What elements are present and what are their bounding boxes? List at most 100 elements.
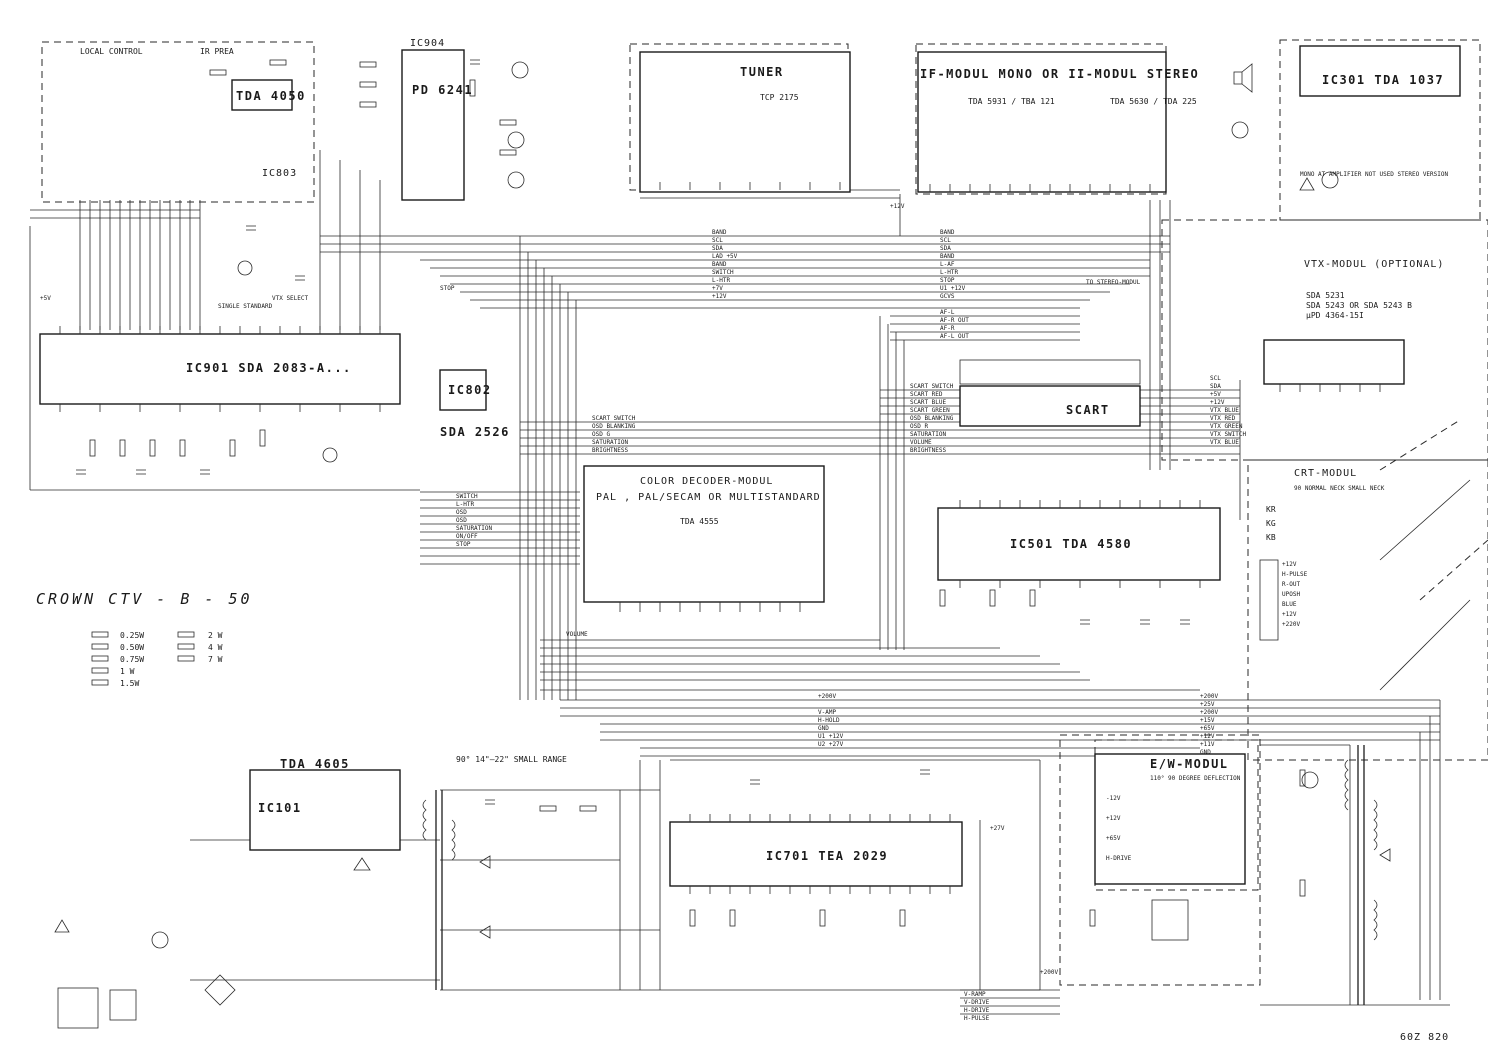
ic101-label: IC101 <box>258 801 302 815</box>
ic701-label: IC701 TEA 2029 <box>766 849 888 863</box>
decoder-left-label: OSD G <box>592 431 610 438</box>
vtx-select-label: VTX SELECT <box>272 295 309 302</box>
if-right-label: TDA 5630 / TDA 225 <box>1110 97 1197 106</box>
bus-right-label: BAND <box>940 229 955 236</box>
ic701-signal-label: U2 +27V <box>818 741 844 748</box>
bus-right-label: SCL <box>940 237 951 244</box>
vtx-signal-label: VTX RED <box>1210 415 1236 422</box>
rail-label: GND <box>1200 749 1211 756</box>
bus-top-label: +7V <box>712 285 723 292</box>
decoder-left-label: BRIGHTNESS <box>592 447 629 454</box>
tuner-label: TUNER <box>740 65 784 79</box>
crt-right-label: UPOSH <box>1282 591 1300 598</box>
crt-right-label: H-PULSE <box>1282 571 1308 578</box>
ic901-signal-label: SATURATION <box>456 525 493 532</box>
bus-right-label: GCVS <box>940 293 955 300</box>
deflection-label: V-DRIVE <box>964 999 990 1006</box>
scart-box <box>959 385 1141 427</box>
bus-right-label: AF-L <box>940 309 955 316</box>
plus12-label: +12V <box>890 203 905 210</box>
legend-item: 4 W <box>208 643 223 652</box>
legend-item: 0.25W <box>120 631 144 640</box>
wattage-legend: 0.25W 0.50W 0.75W 1 W 1.5W 2 W 4 W 7 W <box>91 631 223 688</box>
color-decoder-subtitle: PAL , PAL/SECAM OR MULTISTANDARD <box>596 492 821 503</box>
ic-boxes <box>39 45 1461 887</box>
ic501-label: IC501 TDA 4580 <box>1010 537 1132 551</box>
ic904-box <box>401 49 465 201</box>
ic904-label: IC904 <box>410 38 445 49</box>
ic901-label: IC901 SDA 2083-A... <box>186 361 352 375</box>
ew-modul-box <box>1094 753 1246 885</box>
bus-top-label: BAND <box>712 261 727 268</box>
ic-pins <box>59 182 1381 894</box>
ic901-signal-label: OSD <box>456 509 467 516</box>
tda4605-label: TDA 4605 <box>280 757 350 771</box>
vtx-ic-2: SDA 5243 OR SDA 5243 B <box>1306 301 1412 310</box>
bus-right-label: U1 +12V <box>940 285 966 292</box>
ew-side-label: -12V <box>1106 795 1121 802</box>
if-modul-label: IF-MODUL MONO OR II-MODUL STEREO <box>920 67 1199 81</box>
legend-item: 1.5W <box>120 679 139 688</box>
bus-top-label: +12V <box>712 293 727 300</box>
bus-right-label: L-HTR <box>940 269 958 276</box>
bus-top-label: LAD +5V <box>712 253 738 260</box>
rail-label: +200V <box>1200 709 1218 716</box>
vtx-modul-label: VTX-MODUL (OPTIONAL) <box>1304 259 1444 270</box>
scart-bus-label: SCART SWITCH <box>910 383 954 390</box>
ic901-signal-label: L-HTR <box>456 501 474 508</box>
tda4555-label: TDA 4555 <box>680 517 719 526</box>
legend-item: 2 W <box>208 631 223 640</box>
ic701-signal-label: U1 +12V <box>818 733 844 740</box>
ic701-signal-label: GND <box>818 725 829 732</box>
crt-pin-label: KG <box>1266 519 1276 528</box>
crt-modul-label: CRT-MODUL <box>1294 468 1357 479</box>
vtx-signal-label: VTX BLUE <box>1210 407 1239 414</box>
vtx-signal-label: SCL <box>1210 375 1221 382</box>
scart-label: SCART <box>1066 403 1110 417</box>
rail-label: +15V <box>1200 717 1215 724</box>
ic301-box <box>1299 45 1461 97</box>
scart-bus-label: OSD R <box>910 423 928 430</box>
deflection-label: H-DRIVE <box>964 1007 990 1014</box>
rail-label: +200V <box>1200 693 1218 700</box>
signal-labels: BAND SCL SDA LAD +5V BAND SWITCH L-HTR +… <box>40 203 1308 1022</box>
legend-item: 0.50W <box>120 643 144 652</box>
plus27-label: +27V <box>990 825 1005 832</box>
module-titles: LOCAL CONTROL IR PREA TDA 4050 IC803 IC9… <box>36 38 1448 1043</box>
crt-right-label: BLUE <box>1282 601 1297 608</box>
ew-side-label: +12V <box>1106 815 1121 822</box>
deflection-label: H-PULSE <box>964 1015 990 1022</box>
handwritten-title: CROWN CTV - B - 50 <box>36 590 253 608</box>
bus-top-label: BAND <box>712 229 727 236</box>
bus-right-label: AF-R OUT <box>940 317 969 324</box>
ic-tda4050-box <box>231 79 293 111</box>
ic802-label: IC802 <box>448 383 492 397</box>
bus-wiring <box>29 150 1450 1015</box>
ir-preamp-label: IR PREA <box>200 47 234 56</box>
crt-right-label: +12V <box>1282 561 1297 568</box>
ic701-box <box>669 821 963 887</box>
bus-right-label: L-AF <box>940 261 955 268</box>
if-left-label: TDA 5931 / TBA 121 <box>968 97 1055 106</box>
tuner-type-label: TCP 2175 <box>760 93 799 102</box>
decoder-left-label: OSD BLANKING <box>592 423 636 430</box>
bus-right-label: SDA <box>940 245 951 252</box>
legend-item: 1 W <box>120 667 135 676</box>
ic901-signal-label: OSD <box>456 517 467 524</box>
vtx-box <box>1263 339 1405 385</box>
rail-label: +11V <box>1200 741 1215 748</box>
color-decoder-box <box>583 465 825 603</box>
ew-note: 110° 90 DEGREE DEFLECTION <box>1150 775 1241 782</box>
decoder-left-label: SATURATION <box>592 439 629 446</box>
ic901-box <box>39 333 401 405</box>
crt-pin-label: KB <box>1266 533 1276 542</box>
bus-top-label: L-HTR <box>712 277 730 284</box>
decoder-left-label: SCART SWITCH <box>592 415 636 422</box>
plus200-label: +200V <box>1040 969 1058 976</box>
scart-bus-label: SCART GREEN <box>910 407 950 414</box>
ic301-label: IC301 TDA 1037 <box>1322 73 1444 87</box>
crt-right-label: +12V <box>1282 611 1297 618</box>
deflection-label: V-RAMP <box>964 991 986 998</box>
ew-modul-label: E/W-MODUL <box>1150 757 1229 771</box>
legend-symbols <box>91 631 195 686</box>
